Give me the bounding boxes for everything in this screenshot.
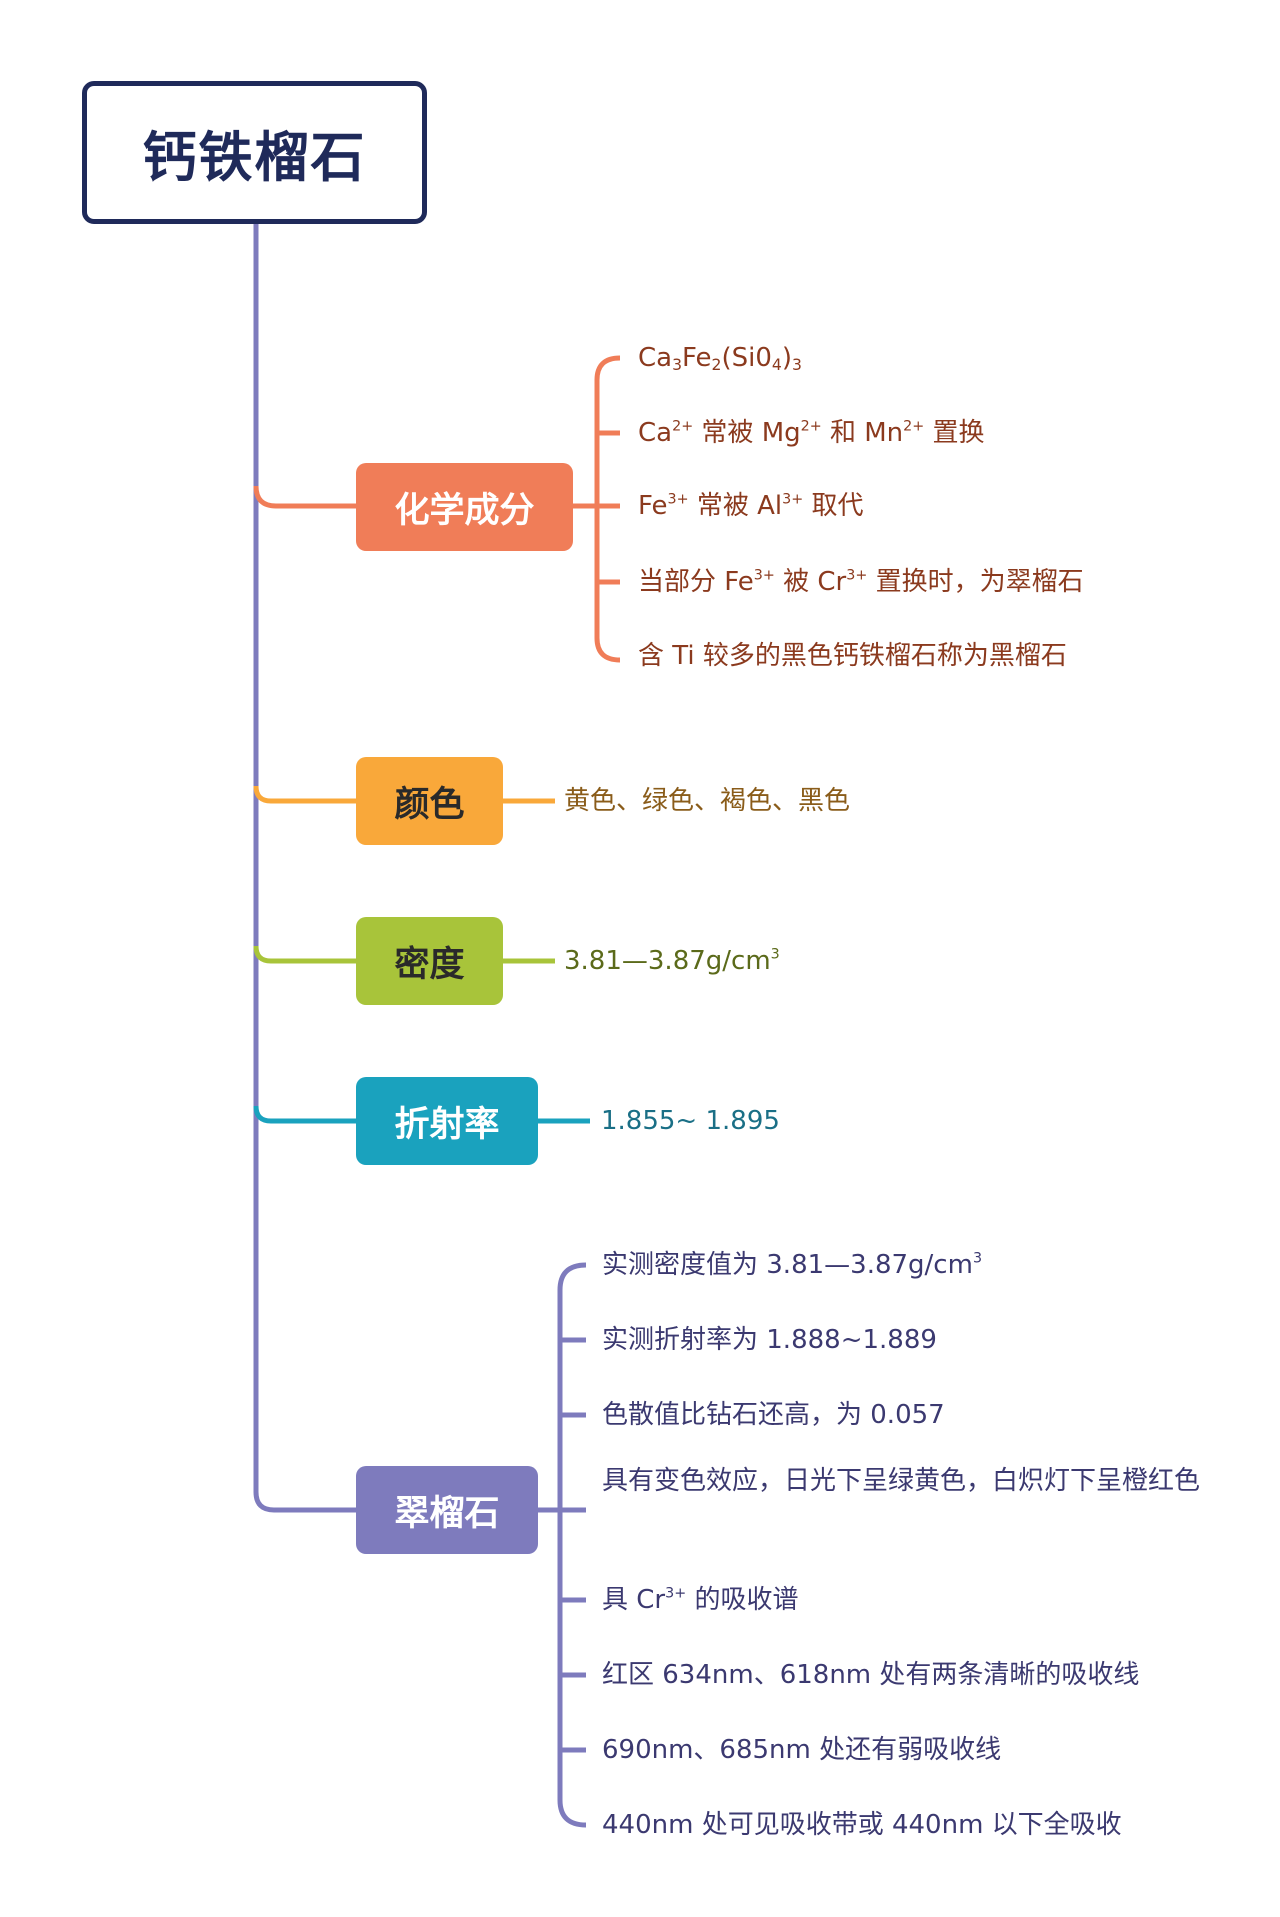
text-segment: 常被 Mg [693,418,801,448]
demantoid-item: 具有变色效应，日光下呈绿黄色，白炽灯下呈橙红色 [602,1462,1202,1500]
superscript: 2+ [800,418,822,435]
subscript: 4 [771,355,782,374]
text-segment: Ca [638,418,673,448]
text-segment: 置换 [924,418,985,448]
text-segment: 置换时，为翠榴石 [867,567,1084,597]
chemistry-item: Ca3Fe2(Si04)3 [638,343,802,373]
demantoid-item: 690nm、685nm 处还有弱吸收线 [602,1735,1001,1765]
text-segment: 的吸收谱 [686,1585,799,1615]
subscript: 3 [791,355,802,374]
chemistry-item: Ca2+ 常被 Mg2+ 和 Mn2+ 置换 [638,418,985,448]
superscript: 2+ [903,418,925,435]
density-connector [253,945,356,964]
subscript: 2 [711,355,722,374]
branch-chemistry: 化学成分 [356,463,573,551]
superscript: 3+ [665,1585,687,1602]
text-segment: 当部分 Fe [638,567,754,597]
branch-refraction: 折射率 [356,1077,538,1165]
superscript: 3+ [753,567,775,584]
superscript: 3+ [782,491,804,508]
color-connector [253,785,356,804]
text-segment: Ca [638,343,673,373]
demantoid-item: 实测折射率为 1.888~1.889 [602,1325,937,1355]
text-segment: 和 Mn [821,418,904,448]
superscript: 3+ [667,491,689,508]
chemistry-item: 含 Ti 较多的黑色钙铁榴石称为黑榴石 [638,641,1067,671]
density-value: 3.81—3.87g/cm3 [564,946,780,976]
branch-color: 颜色 [356,757,503,845]
demantoid-item: 红区 634nm、618nm 处有两条清晰的吸收线 [602,1660,1139,1690]
branch-demantoid: 翠榴石 [356,1466,538,1554]
demantoid-item: 具 Cr3+ 的吸收谱 [602,1585,798,1615]
text-segment: 实测折射率为 1.888~1.889 [602,1325,937,1355]
subscript: 3 [672,355,683,374]
text-segment: 具 Cr [602,1585,666,1615]
refraction-value: 1.855~ 1.895 [601,1106,780,1136]
demantoid-item: 色散值比钻石还高，为 0.057 [602,1400,945,1430]
superscript: 3 [972,1250,983,1267]
text-segment: 色散值比钻石还高，为 0.057 [602,1400,945,1430]
text-segment: Fe [638,491,668,521]
text-segment: 3.81—3.87g/cm [564,946,771,976]
text-segment: ) [781,343,792,373]
superscript: 2+ [672,418,694,435]
text-segment: (Si0 [721,343,772,373]
spine-line [253,221,359,1513]
refraction-connector [253,1105,356,1124]
color-value: 黄色、绿色、褐色、黑色 [564,786,851,816]
text-segment: 被 Cr [774,567,847,597]
text-segment: 实测密度值为 3.81—3.87g/cm [602,1250,973,1280]
root-title: 钙铁榴石 [82,81,427,224]
chem-bracket [594,355,621,663]
text-segment: 常被 Al [688,491,783,521]
text-segment: 440nm 处可见吸收带或 440nm 以下全吸收 [602,1810,1122,1840]
text-segment: 红区 634nm、618nm 处有两条清晰的吸收线 [602,1660,1140,1690]
demantoid-item: 440nm 处可见吸收带或 440nm 以下全吸收 [602,1810,1122,1840]
text-segment: 含 Ti 较多的黑色钙铁榴石称为黑榴石 [638,641,1067,671]
text-segment: 具有变色效应，日光下呈绿黄色，白炽灯下呈橙红色 [602,1466,1201,1496]
superscript: 3 [770,946,780,963]
chemistry-item: Fe3+ 常被 Al3+ 取代 [638,491,864,521]
text-segment: Fe [682,343,712,373]
chemistry-item: 当部分 Fe3+ 被 Cr3+ 置换时，为翠榴石 [638,567,1084,597]
chem-connector [253,485,356,509]
demantoid-bracket [557,1262,587,1828]
text-segment: 690nm、685nm 处还有弱吸收线 [602,1735,1002,1765]
branch-density: 密度 [356,917,503,1005]
text-segment: 取代 [803,491,864,521]
demantoid-item: 实测密度值为 3.81—3.87g/cm3 [602,1250,982,1280]
superscript: 3+ [846,567,868,584]
